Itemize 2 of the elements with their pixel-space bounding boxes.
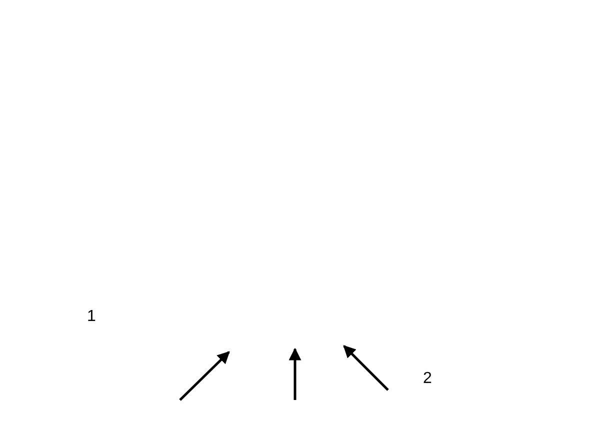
callout-number: 1: [87, 309, 96, 325]
callout-number: 2: [423, 371, 432, 387]
